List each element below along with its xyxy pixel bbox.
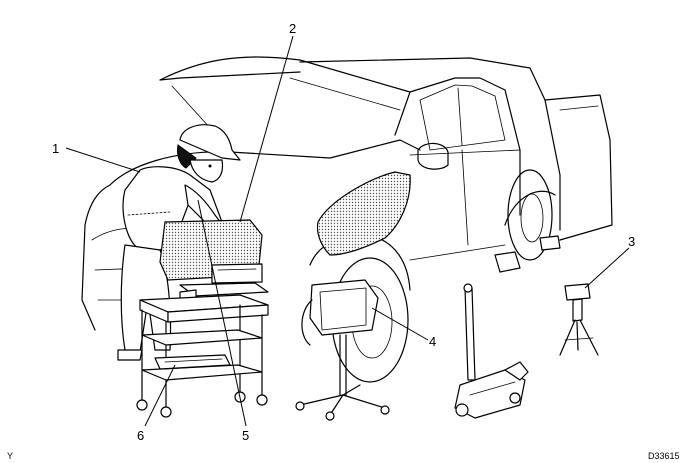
leader-lines: [65, 35, 630, 427]
floor-jack: [454, 283, 529, 419]
mechanic-figure: [117, 124, 241, 361]
pickup-truck: [81, 56, 613, 383]
callout-3: 3: [628, 234, 635, 249]
leader-6: [144, 364, 176, 427]
callout-5: 5: [242, 428, 249, 443]
callout-2: 2: [289, 21, 296, 36]
callout-1: 1: [52, 141, 59, 156]
leader-1: [65, 147, 141, 173]
callout-4: 4: [429, 334, 436, 349]
callout-6: 6: [137, 428, 144, 443]
jack-stand: [559, 283, 599, 356]
leader-4: [371, 307, 429, 341]
callout-labels: 1 2 3 4 5 6: [52, 21, 635, 443]
footer-left-code: Y: [7, 451, 13, 461]
tool-cart: [136, 263, 269, 418]
leader-5: [197, 199, 247, 427]
leader-3: [584, 247, 630, 289]
work-light-stand: [295, 279, 390, 421]
footer-right-code: D33615: [648, 451, 680, 461]
leader-2: [239, 35, 294, 223]
